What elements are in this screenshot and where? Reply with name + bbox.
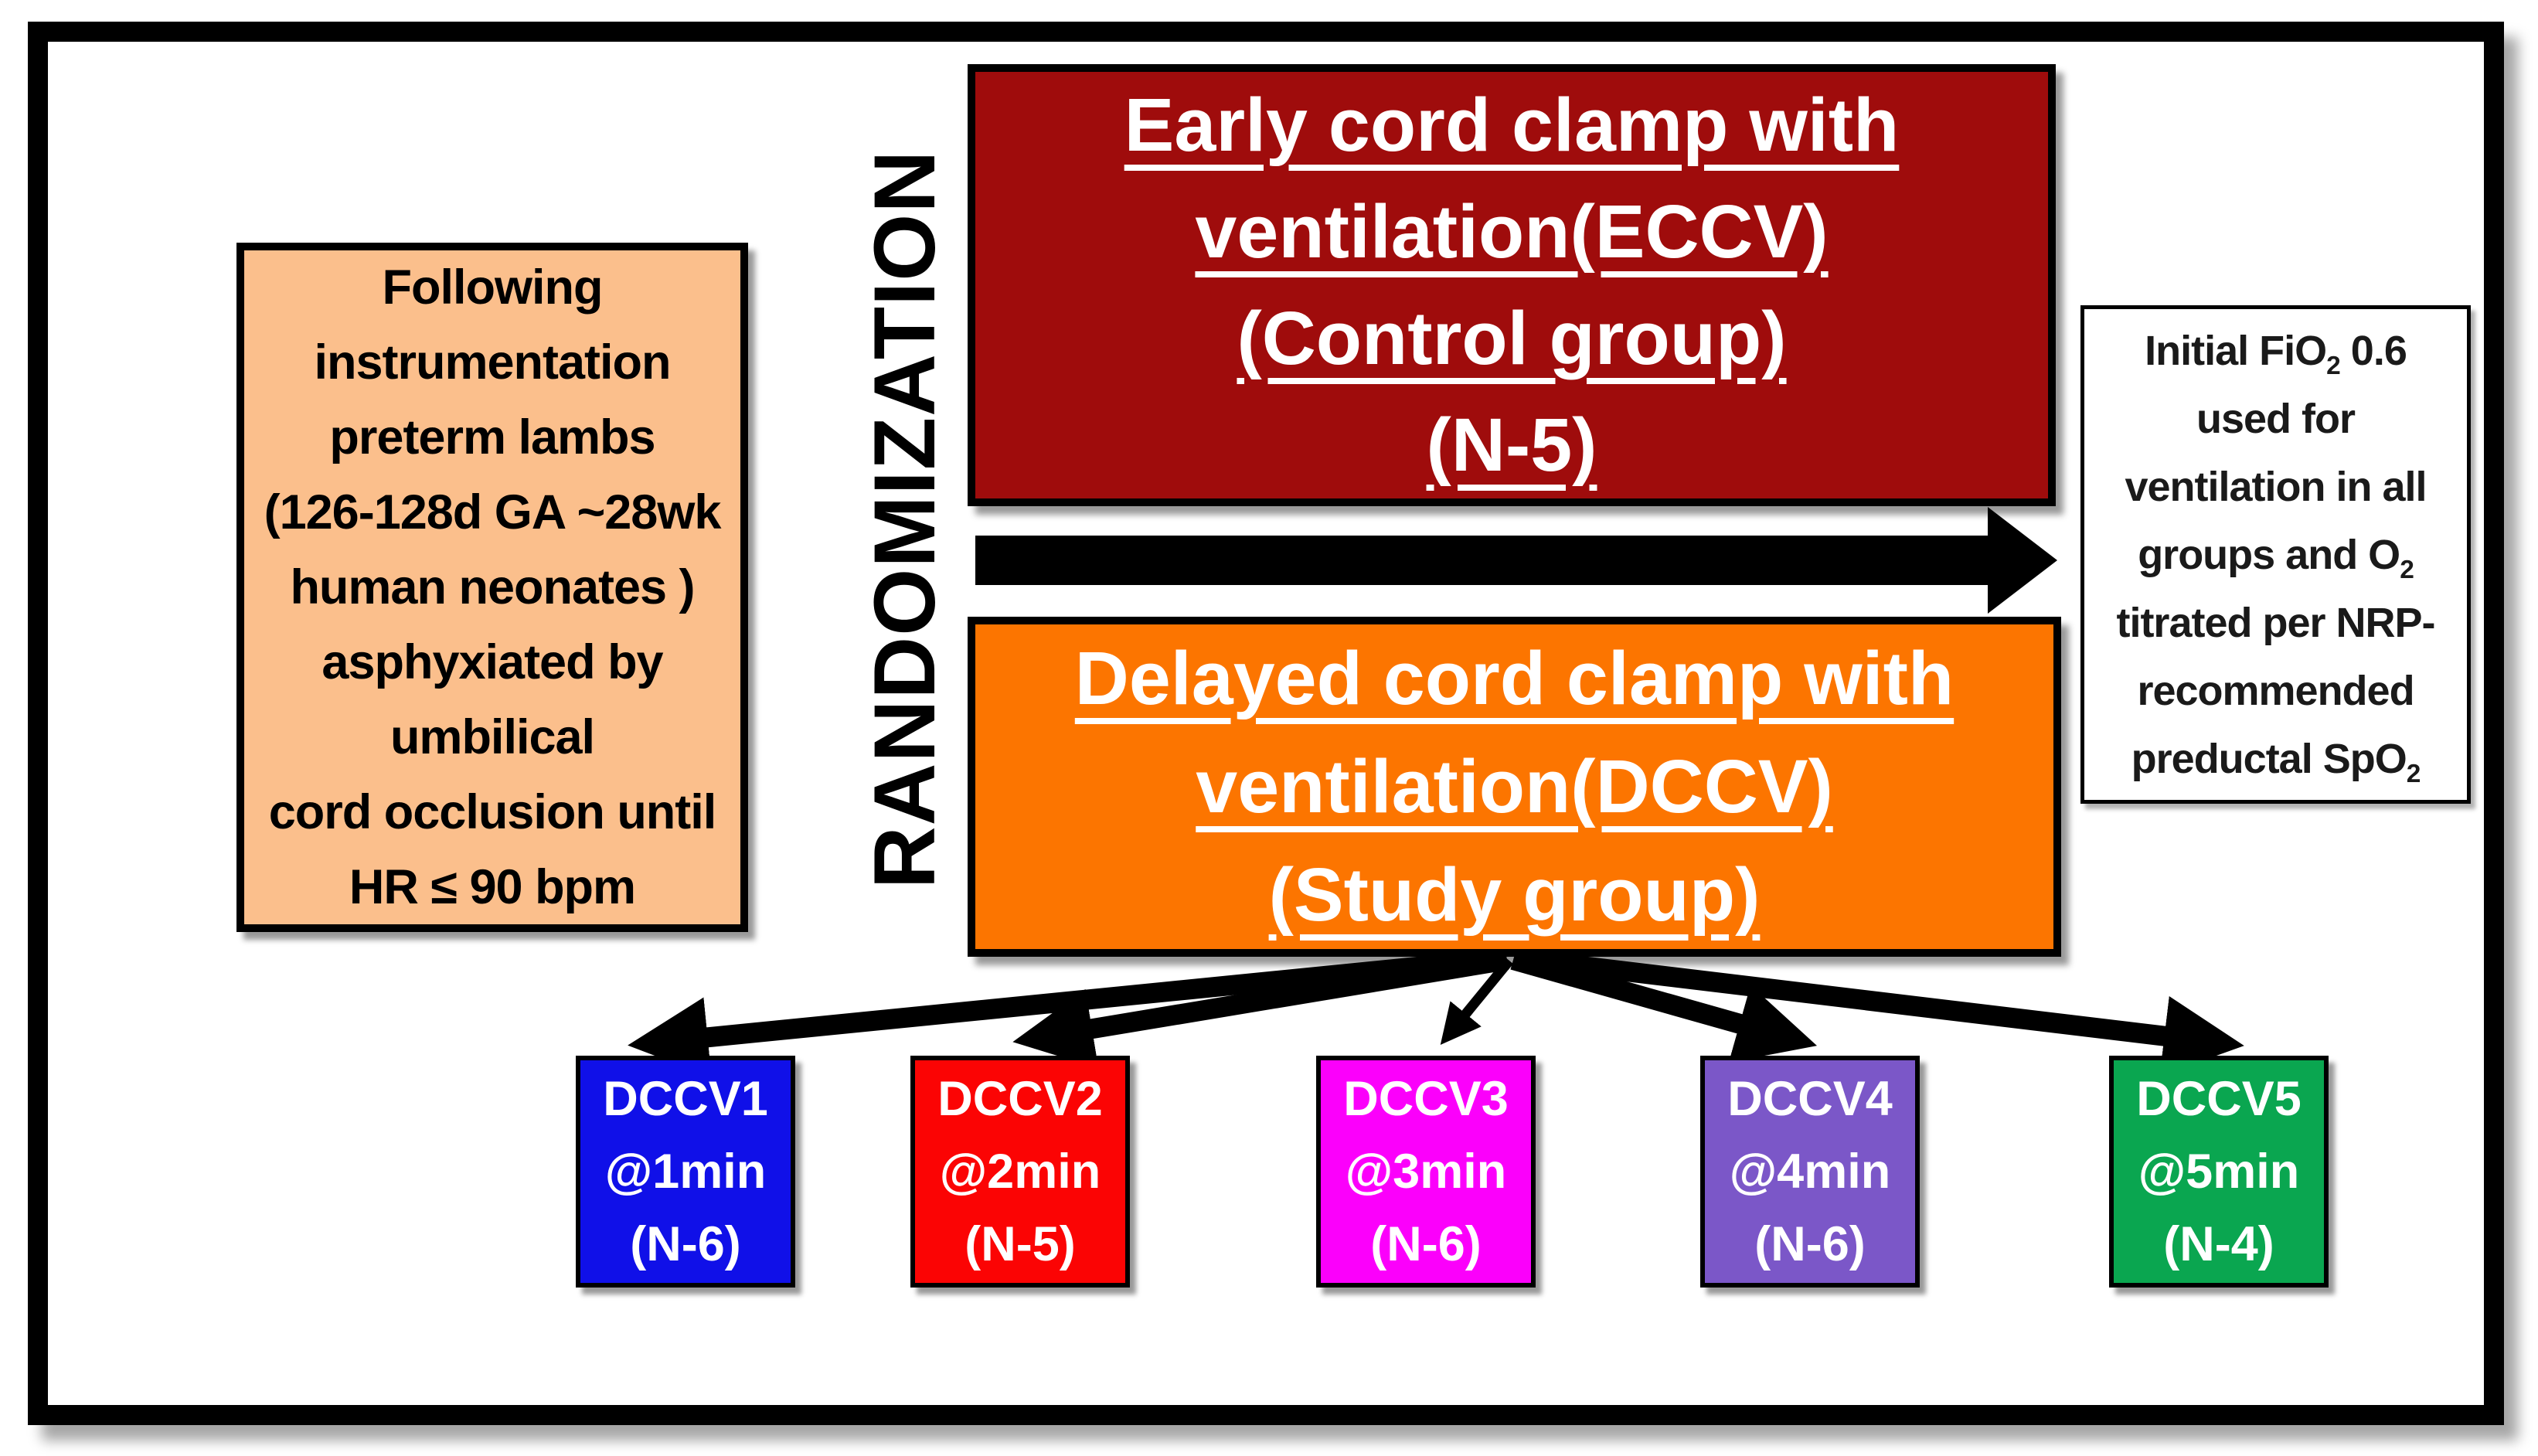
subgroup-name: DCCV5: [2136, 1072, 2302, 1126]
subgroup-box-dccv5: DCCV5 @5min (N-4): [2109, 1056, 2329, 1288]
box-line: (126-128d GA ~28wk: [264, 485, 722, 539]
subgroup-time: @1min: [604, 1145, 767, 1199]
subgroup-time: @3min: [1345, 1145, 1507, 1199]
box-line: titrated per NRP-: [2116, 599, 2435, 646]
box-line: HR ≤ 90 bpm: [349, 859, 636, 914]
randomization-label: RANDOMIZATION: [856, 149, 953, 890]
box-line: ventilation(ECCV): [1195, 189, 1829, 274]
subgroup-name: DCCV1: [603, 1072, 768, 1126]
box-line: cord occlusion until: [268, 784, 717, 839]
subgroup-n: (N-5): [965, 1217, 1076, 1271]
box-line: ventilation in all: [2125, 463, 2427, 510]
box-line: preductal SpO2: [2131, 735, 2421, 788]
population-description-box: Following instrumentation preterm lambs (12…: [236, 243, 748, 932]
oxygen-protocol-box: Initial FiO2 0.6 used for ventilation in a…: [2080, 305, 2471, 804]
study-group-box: Delayed cord clamp with ventilation(DCCV)…: [968, 617, 2061, 957]
subgroup-n: (N-6): [1370, 1217, 1482, 1271]
box-line: (Control group): [1237, 296, 1787, 380]
subgroup-name: DCCV4: [1727, 1072, 1893, 1126]
box-line: used for: [2196, 395, 2356, 442]
subgroup-name: DCCV3: [1343, 1072, 1509, 1126]
box-line: Initial FiO2 0.6: [2145, 327, 2407, 380]
subgroup-box-dccv1: DCCV1 @1min (N-6): [576, 1056, 795, 1288]
box-line: (N-5): [1426, 403, 1597, 487]
box-line: groups and O2: [2138, 531, 2414, 584]
box-line: (Study group): [1268, 852, 1761, 937]
box-line: Early cord clamp with: [1124, 83, 1900, 167]
subgroup-time: @5min: [2138, 1145, 2300, 1199]
box-line: Delayed cord clamp with: [1074, 636, 1955, 720]
box-line: Following: [382, 260, 604, 315]
subgroup-box-dccv2: DCCV2 @2min (N-5): [910, 1056, 1130, 1288]
subgroup-n: (N-4): [2163, 1217, 2274, 1271]
subgroup-time: @4min: [1729, 1145, 1891, 1199]
subgroup-n: (N-6): [1754, 1217, 1866, 1271]
box-line: human neonates ): [290, 560, 695, 614]
subgroup-box-dccv4: DCCV4 @4min (N-6): [1700, 1056, 1920, 1288]
box-line: instrumentation: [314, 335, 671, 390]
box-line: recommended: [2137, 667, 2414, 714]
figure-outer-border: [28, 22, 2504, 1425]
box-line: umbilical: [390, 709, 595, 764]
subgroup-n: (N-6): [630, 1217, 741, 1271]
subgroup-time: @2min: [939, 1145, 1101, 1199]
subgroup-box-dccv3: DCCV3 @3min (N-6): [1316, 1056, 1536, 1288]
control-group-box: Early cord clamp with ventilation(ECCV) (C…: [968, 64, 2056, 506]
subgroup-name: DCCV2: [937, 1072, 1103, 1126]
box-line: preterm lambs: [329, 410, 655, 464]
box-line: asphyxiated by: [322, 634, 663, 689]
box-line: ventilation(DCCV): [1196, 744, 1833, 828]
